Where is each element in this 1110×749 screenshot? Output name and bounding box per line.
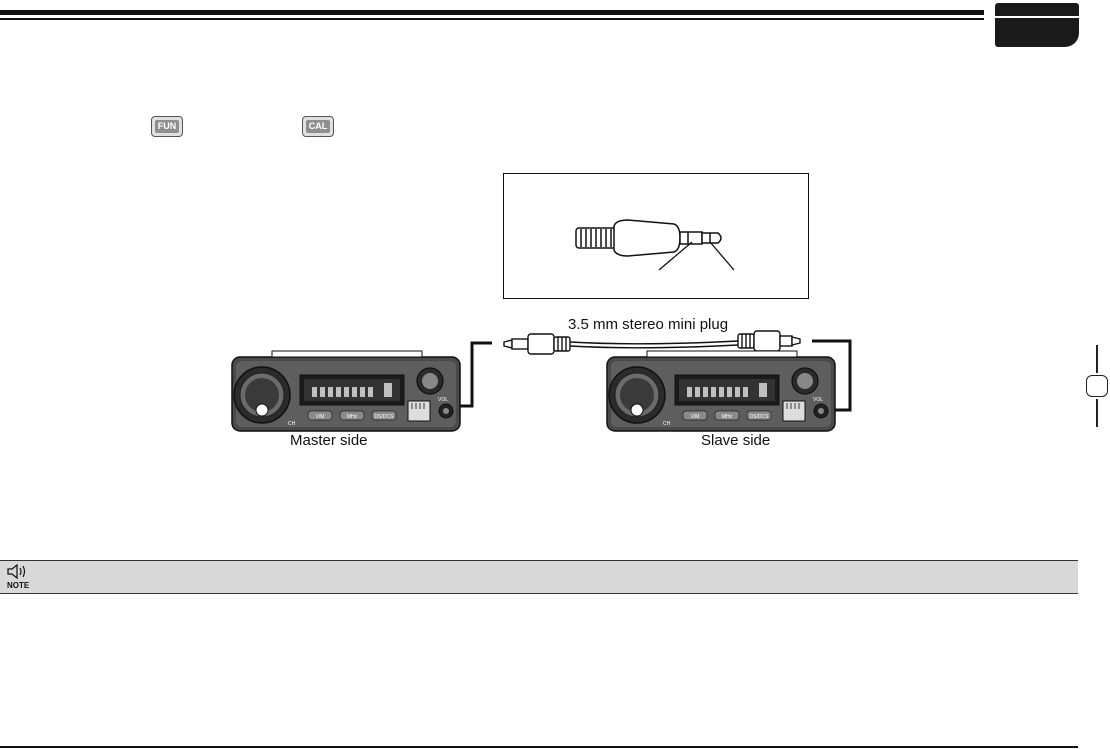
radio-button-label: DS/DCS [375,414,395,420]
side-marker-line-top [1096,345,1098,373]
side-marker-line-bottom [1096,399,1098,427]
note-label: NOTE [7,581,30,590]
radio-vol-label: VOL [813,397,823,403]
radio-button-label: V/M [316,414,325,420]
right-plug [737,330,801,352]
header-rule-thin [0,18,984,20]
plug-detail-illustration [575,219,735,271]
radio-button-label: MHz [722,414,733,420]
cable-label: 3.5 mm stereo mini plug [568,316,729,333]
chapter-tab [995,3,1079,47]
speaker-icon [7,563,26,580]
radio-button-label: DS/DCS [750,414,770,420]
radio-ch-label: CH [288,421,296,427]
plug-detail-box [503,173,809,299]
side-marker [1086,375,1108,397]
radio-button-label: MHz [347,414,358,420]
cal-key-icon: CAL [302,116,334,137]
radio-button-label: V/M [691,414,700,420]
fun-key-icon: FUN [151,116,183,137]
header-rule-thick [0,10,984,15]
radio-ch-label: CH [663,421,671,427]
master-side-label: Master side [290,432,368,449]
radio-vol-label: VOL [438,397,448,403]
slave-side-label: Slave side [701,432,771,449]
left-plug [503,333,571,355]
note-bar: NOTE [0,560,1078,594]
bottom-rule [0,746,1078,748]
